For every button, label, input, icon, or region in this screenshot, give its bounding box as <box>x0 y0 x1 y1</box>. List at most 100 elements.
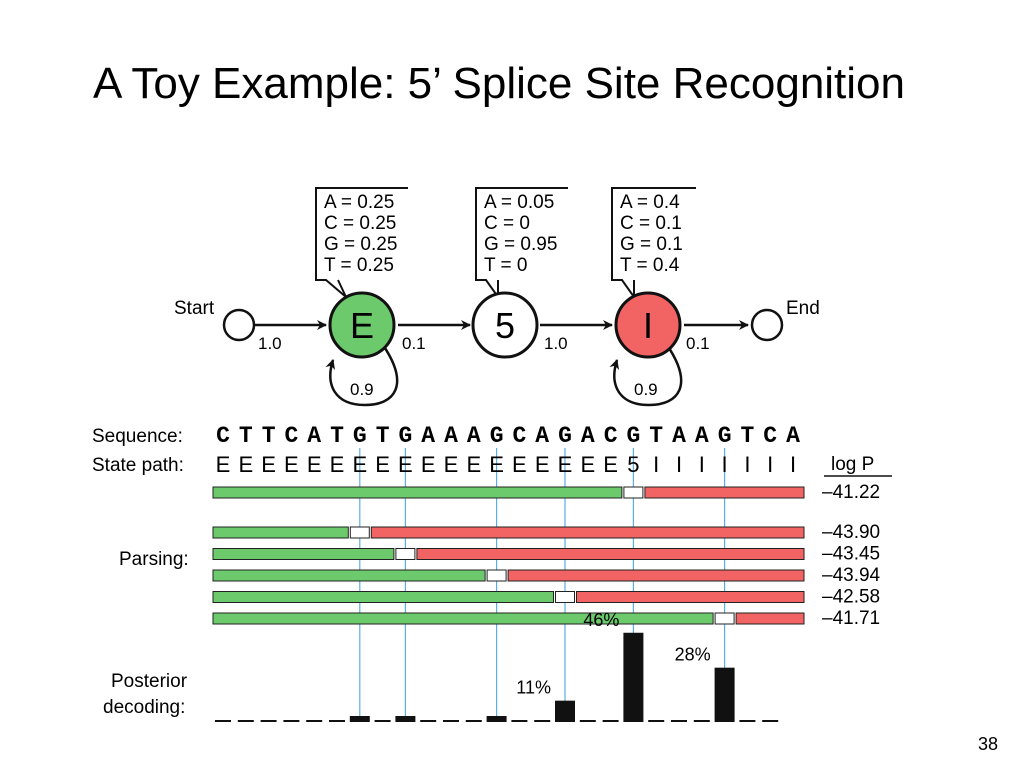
state-path-letter: E <box>603 452 618 477</box>
state-path-letter: E <box>444 452 459 477</box>
sequence-base: A <box>535 423 549 449</box>
intron-segment <box>576 591 805 603</box>
splice-site-marker <box>623 486 644 499</box>
sequence-base: T <box>262 423 276 449</box>
posterior-percent-label: 28% <box>675 645 711 665</box>
state-path-letter: E <box>489 452 504 477</box>
prob-E-to-5: 0.1 <box>402 334 426 353</box>
prob-E-self: 0.9 <box>350 380 374 399</box>
sequence-base: C <box>604 423 618 449</box>
splice-site-marker <box>349 526 370 539</box>
posterior-percent-label: 46% <box>583 610 619 630</box>
logp-value: –43.94 <box>822 565 881 586</box>
emission-line: A = 0.25 <box>324 192 394 213</box>
emission-line: A = 0.05 <box>484 192 554 213</box>
logp-value: –42.58 <box>822 587 880 608</box>
state-path-letter: E <box>421 452 436 477</box>
prob-5-to-I: 1.0 <box>544 334 568 353</box>
prob-I-self: 0.9 <box>634 380 658 399</box>
posterior-bar <box>486 716 507 722</box>
state-path-letter: E <box>307 452 322 477</box>
emission-line: C = 0.25 <box>324 213 396 234</box>
transition-arrows <box>254 320 749 407</box>
best-parse-bar: –41.22 <box>212 482 880 503</box>
emission-boxes: A = 0.25C = 0.25G = 0.25T = 0.25 A = 0.05… <box>315 187 696 301</box>
posterior-label-line1: Posterior <box>111 671 188 692</box>
state-path-label: State path: <box>92 455 184 476</box>
parsing-label: Parsing: <box>119 549 189 570</box>
alt-parse-bar: –43.45 <box>212 544 880 565</box>
emission-line: A = 0.4 <box>620 192 680 213</box>
parsing-bars: –41.22–43.90–43.45–43.94–42.58–41.71 <box>212 482 881 629</box>
state-node-E <box>328 291 396 359</box>
posterior-bar <box>714 667 735 722</box>
intron-segment <box>370 526 805 539</box>
sequence-base: A <box>307 423 321 449</box>
arrow-I-self-loop <box>609 344 683 407</box>
posterior-bar <box>623 632 644 722</box>
sequence-base: C <box>216 423 230 449</box>
sequence-base: T <box>649 423 663 449</box>
sequence-base: A <box>672 423 686 449</box>
state-path-letter: E <box>330 452 345 477</box>
state-path-letter: I <box>767 452 773 477</box>
sequence-base: G <box>490 423 504 449</box>
state-path-letter: I <box>790 452 796 477</box>
state-path-letter: I <box>744 452 750 477</box>
logp-value: –43.90 <box>822 522 880 543</box>
sequence-base: T <box>740 423 754 449</box>
sequence-base: G <box>718 423 732 449</box>
prob-I-to-end: 0.1 <box>686 334 710 353</box>
logp-value: –41.22 <box>822 482 880 503</box>
emission-line: G = 0.95 <box>484 234 557 255</box>
posterior-bar <box>395 716 416 722</box>
intron-segment <box>416 548 805 560</box>
state-path-letter: E <box>261 452 276 477</box>
start-label: Start <box>174 298 215 319</box>
alt-parse-bar: –42.58 <box>212 587 880 608</box>
state-label-E: E <box>350 305 374 346</box>
splice-site-marker <box>714 612 735 625</box>
sequence-label: Sequence: <box>92 426 183 447</box>
sequence-base: C <box>284 423 298 449</box>
posterior-bar <box>349 716 370 722</box>
emission-line: C = 0 <box>484 213 530 234</box>
splice-site-marker <box>486 569 507 582</box>
emission-line: T = 0 <box>484 255 527 276</box>
alt-parse-bar: –43.94 <box>212 565 881 586</box>
sequence-base: C <box>512 423 526 449</box>
exon-segment <box>212 569 486 582</box>
sequence-base: A <box>581 423 595 449</box>
splice-site-marker <box>395 548 416 560</box>
page-number: 38 <box>978 734 999 754</box>
state-path-letter: E <box>284 452 299 477</box>
posterior-bars: 11% 46% 28% <box>215 610 779 722</box>
sequence-base: G <box>626 423 640 449</box>
alt-parse-bar: –43.90 <box>212 522 880 543</box>
sequence-base: G <box>398 423 412 449</box>
sequence-base: T <box>330 423 344 449</box>
state-path-letter: E <box>558 452 573 477</box>
emission-line: G = 0.25 <box>324 234 397 255</box>
intron-segment <box>507 569 805 582</box>
start-node <box>222 308 256 342</box>
state-node-5 <box>471 291 539 359</box>
state-label-5: 5 <box>495 305 515 346</box>
emission-line: T = 0.25 <box>324 255 394 276</box>
intron-segment <box>644 486 805 499</box>
emission-box-E: A = 0.25C = 0.25G = 0.25T = 0.25 <box>315 187 408 298</box>
prob-start-to-E: 1.0 <box>258 334 282 353</box>
state-path-letter: E <box>375 452 390 477</box>
emission-box-I: A = 0.4C = 0.1G = 0.1T = 0.4 <box>611 187 696 301</box>
state-path-letter: I <box>699 452 705 477</box>
state-path-letter: 5 <box>627 452 639 477</box>
arrow-E-self-loop <box>325 344 399 407</box>
state-path-letter: I <box>676 452 682 477</box>
intron-segment <box>735 612 805 625</box>
posterior-percent-label: 11% <box>516 678 551 698</box>
state-path-letter: E <box>352 452 367 477</box>
state-path-letter: E <box>512 452 527 477</box>
state-path-letter: I <box>653 452 659 477</box>
